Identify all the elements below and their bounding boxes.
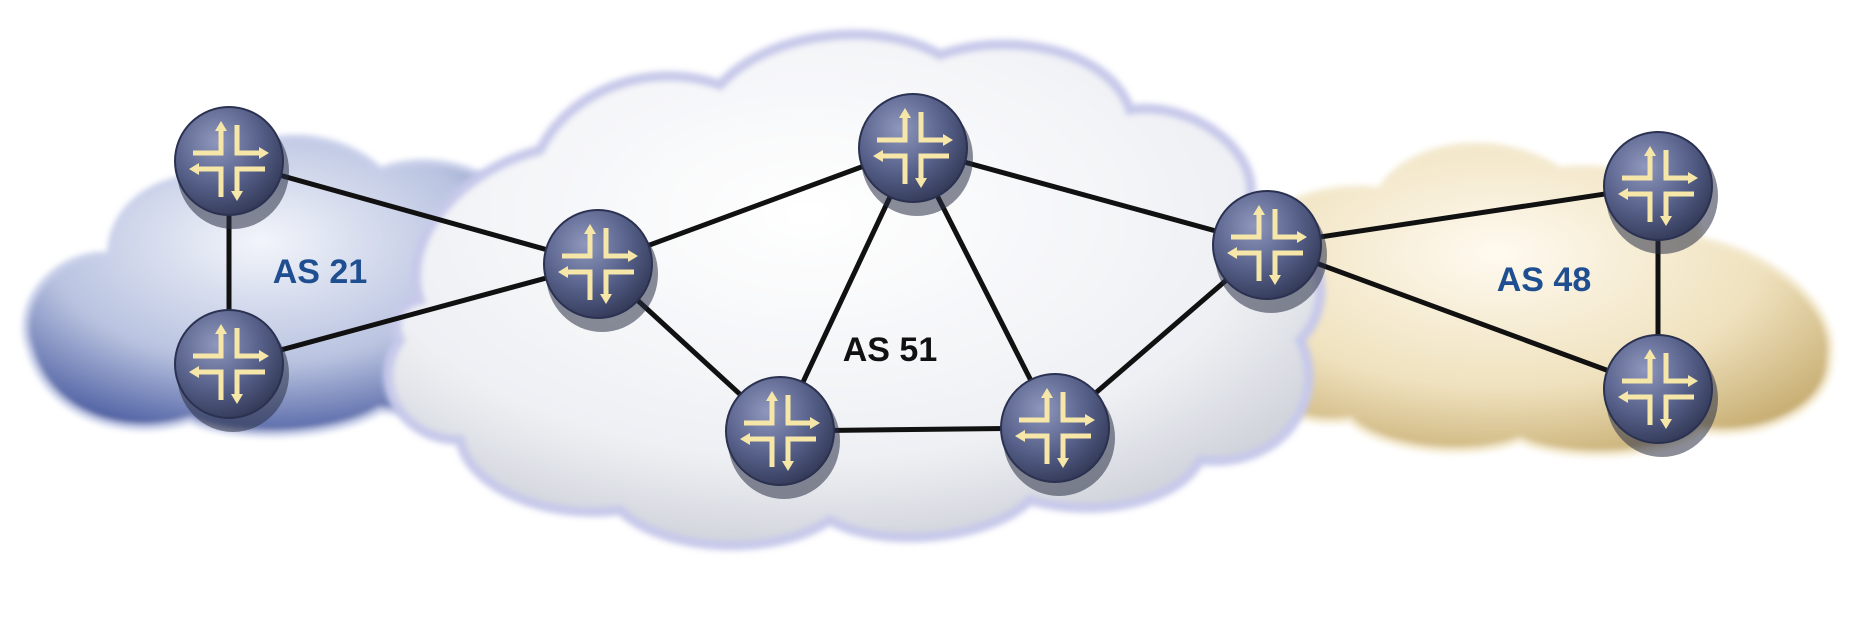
router-icon [1603,334,1718,457]
link-r21a-r51a [228,158,599,267]
cloud-as51 [383,29,1326,551]
label-as51: AS 51 [843,331,938,369]
router-icon [725,376,840,499]
routers [174,93,1718,499]
router-icon [858,93,973,216]
router-icon [1000,373,1115,496]
label-as48: AS 48 [1497,261,1592,299]
router-icon [543,209,658,332]
link-r51e-r48a [1266,183,1659,248]
label-as21: AS 21 [273,253,368,291]
link-r51e-r48b [1266,242,1659,392]
router-icon [1212,190,1327,313]
router-icon [174,309,289,432]
link-r51a-r51b [597,145,914,267]
router-icon [174,106,289,229]
router-icon [1603,131,1718,254]
link-r21b-r51a [228,261,599,367]
